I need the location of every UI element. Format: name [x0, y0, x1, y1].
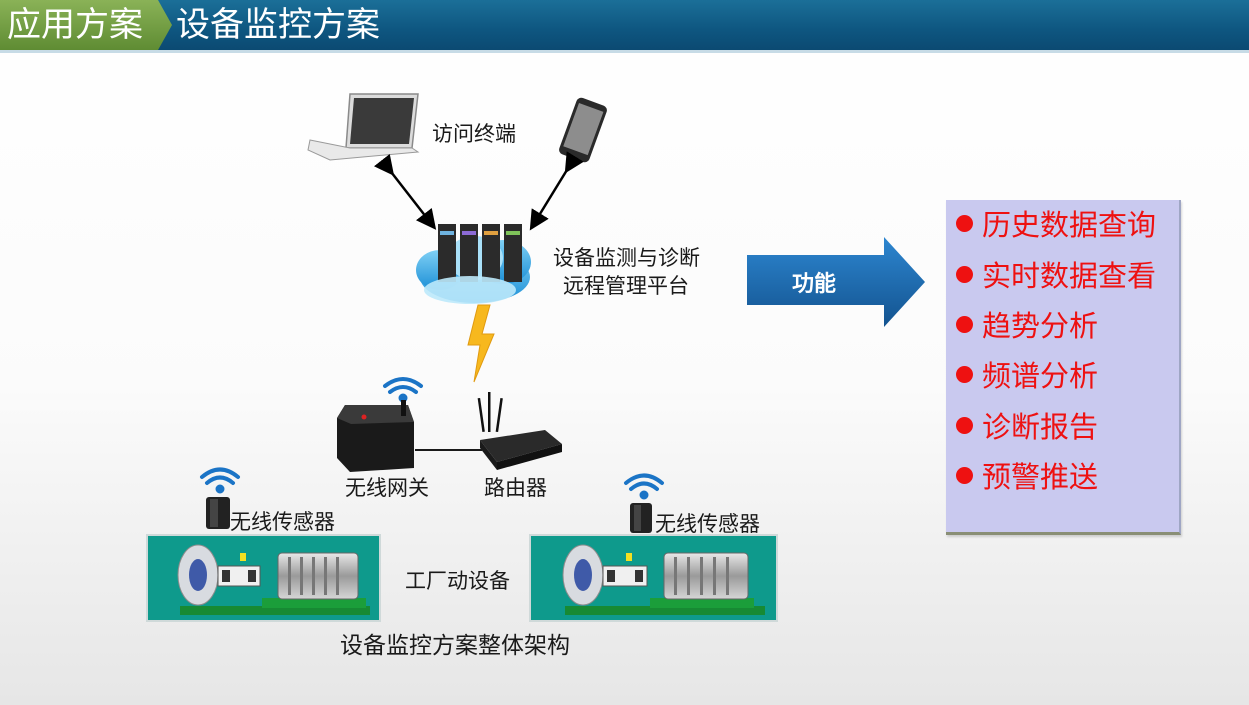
function-list-panel: 历史数据查询 实时数据查看 趋势分析 频谱分析 诊断报告 预警推送: [946, 200, 1181, 535]
function-item-label: 趋势分析: [982, 309, 1099, 343]
sensor-label-right: 无线传感器: [655, 512, 760, 536]
function-item: 预警推送: [956, 455, 1098, 495]
platform-label-line2: 远程管理平台: [563, 274, 689, 298]
router-icon: [477, 392, 562, 470]
wifi-icon-gateway: [383, 377, 423, 403]
bullet-icon: [956, 466, 973, 484]
diagram-caption: 设备监控方案整体架构: [340, 633, 570, 659]
wifi-icon-sensor-right: [624, 473, 664, 500]
function-item-label: 诊断报告: [982, 410, 1099, 444]
gateway-label: 无线网关: [345, 476, 429, 500]
router-label: 路由器: [484, 476, 547, 500]
section-chip: [0, 0, 172, 50]
section-label: 应用方案: [7, 5, 143, 45]
bullet-icon: [956, 365, 973, 383]
wifi-icon-sensor-left: [200, 467, 240, 494]
function-item-label: 实时数据查看: [982, 259, 1157, 293]
cloud-server-icon: [416, 224, 531, 304]
gateway-device-icon: [337, 400, 414, 472]
phone-link-arrow: [529, 151, 584, 231]
function-item: 实时数据查看: [956, 254, 1156, 294]
sensor-icon-right: [630, 503, 652, 533]
platform-label-line1: 设备监测与诊断: [553, 246, 700, 270]
lightning-icon: [467, 304, 495, 383]
phone-icon: [559, 97, 607, 163]
function-arrow: [747, 237, 925, 327]
header-bar: [0, 0, 1249, 53]
bullet-icon: [956, 265, 973, 283]
page-title: 设备监控方案: [176, 5, 380, 45]
function-item: 趋势分析: [956, 304, 1098, 344]
factory-equipment-label: 工厂动设备: [405, 569, 510, 593]
pump-motor-icon-left: [146, 534, 381, 622]
function-item: 诊断报告: [956, 405, 1098, 445]
function-item: 历史数据查询: [956, 203, 1156, 243]
function-item-label: 预警推送: [982, 460, 1099, 494]
function-item-label: 历史数据查询: [982, 208, 1157, 242]
laptop-link-arrow: [373, 153, 437, 230]
function-arrow-label: 功能: [792, 272, 837, 297]
bullet-icon: [956, 416, 973, 434]
sensor-icon-left: [206, 497, 230, 529]
laptop-icon: [307, 93, 420, 161]
access-terminal-label: 访问终端: [432, 122, 516, 146]
pump-motor-icon-right: [529, 534, 778, 622]
function-item-label: 频谱分析: [982, 359, 1099, 393]
bullet-icon: [956, 315, 973, 333]
bullet-icon: [956, 214, 973, 232]
function-item: 频谱分析: [956, 354, 1098, 394]
sensor-label-left: 无线传感器: [230, 510, 335, 534]
